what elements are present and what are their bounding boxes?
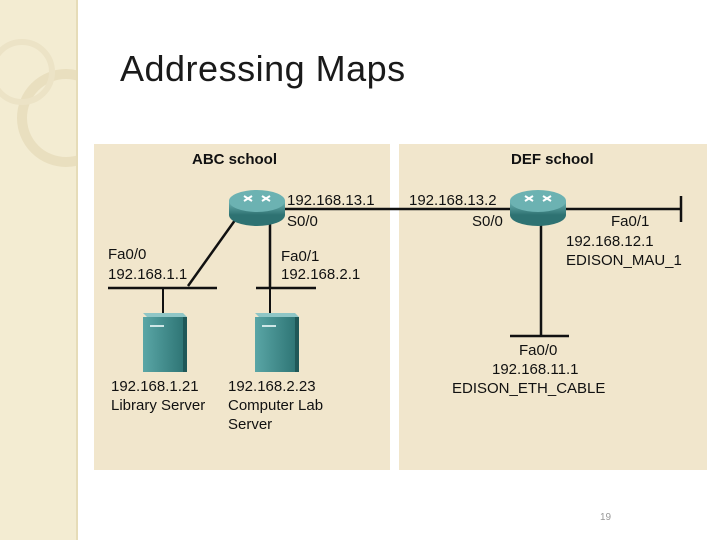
abc-link-fa00: [186, 215, 240, 287]
def-fa01-network: EDISON_MAU_1: [566, 252, 682, 269]
abc-fa01-ip: 192.168.2.1: [281, 266, 361, 283]
def-fa00-network: EDISON_ETH_CABLE: [452, 380, 606, 397]
abc-serial-ip: 192.168.13.1: [287, 192, 375, 209]
lab-server-name-line2: Server: [228, 416, 273, 433]
def-fa00-ip: 192.168.11.1: [492, 361, 579, 378]
server-icon: [143, 313, 187, 372]
library-server-name: Library Server: [111, 397, 206, 414]
router-icon: [510, 190, 566, 226]
abc-school-label: ABC school: [192, 151, 278, 168]
lab-server-ip: 192.168.2.23: [228, 378, 316, 395]
decorative-sidebar: [0, 0, 115, 540]
router-icon: [229, 190, 285, 226]
abc-serial-port: S0/0: [287, 213, 318, 230]
links: [186, 207, 681, 336]
library-server-ip: 192.168.1.21: [111, 378, 199, 395]
def-school-label: DEF school: [511, 151, 594, 168]
def-fa00-port: Fa0/0: [519, 342, 558, 359]
page-number: 19: [600, 512, 612, 523]
def-fa01-ip: 192.168.12.1: [566, 233, 654, 250]
slide-title: Addressing Maps: [120, 48, 406, 89]
lab-server-name-line1: Computer Lab: [228, 397, 324, 414]
sidebar-edge: [76, 0, 78, 540]
server-drops: [162, 288, 271, 313]
abc-fa00-port: Fa0/0: [108, 246, 147, 263]
def-fa01-port: Fa0/1: [611, 213, 650, 230]
abc-fa01-port: Fa0/1: [281, 248, 320, 265]
abc-fa00-ip: 192.168.1.1: [108, 266, 188, 283]
def-serial-port: S0/0: [472, 213, 503, 230]
server-icon: [255, 313, 299, 372]
def-serial-ip: 192.168.13.2: [409, 192, 497, 209]
